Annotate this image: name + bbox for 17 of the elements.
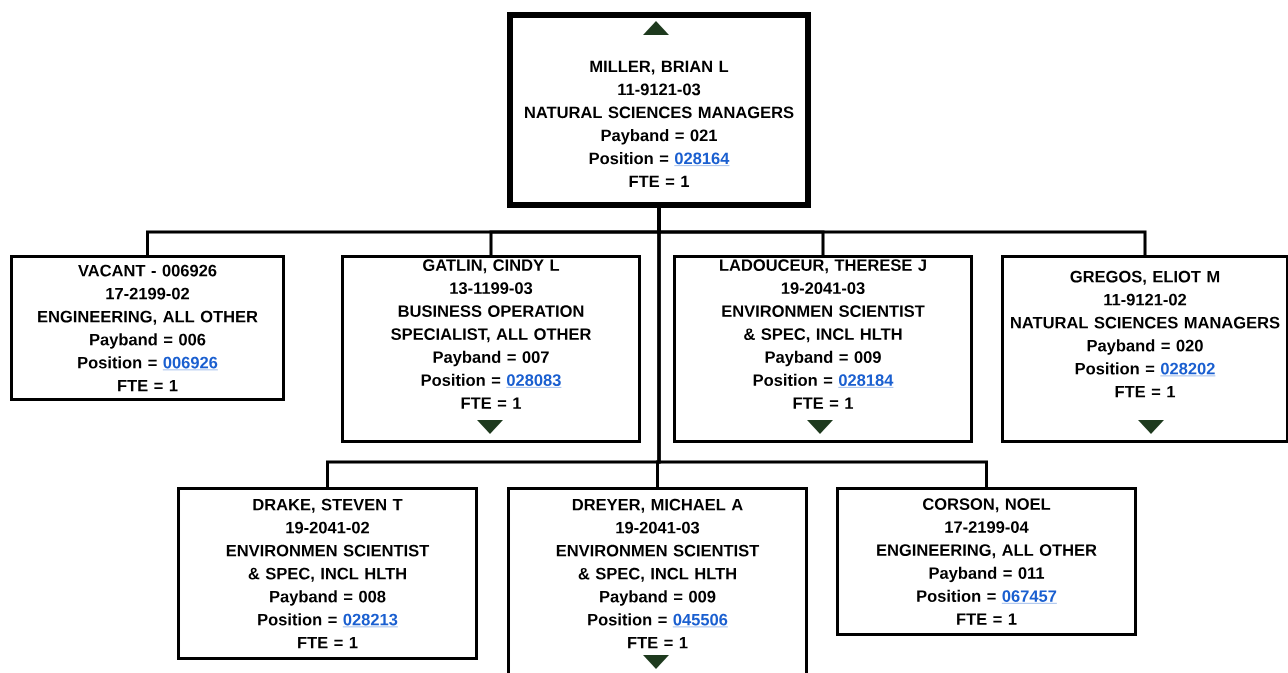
- position-box: MILLER, BRIAN L 11-9121-03 NATURAL SCIENCES MANAGERS Payband = 021 Position = 028164 FTE = 1: [507, 12, 811, 208]
- position-box: GREGOS, ELIOT M 11-9121-02 NATURAL SCIENCES MANAGERS Payband = 020 Position = 028202 FTE = 1: [1001, 255, 1288, 443]
- position-box: VACANT - 006926 17-2199-02 ENGINEERING, ALL OTHER Payband = 006 Position = 006926 FTE = 1: [10, 255, 285, 401]
- link: 028202: [1160, 362, 1216, 377]
- link: 028213: [342, 613, 399, 628]
- position-box: LADOUCEUR, THERESE J 19-2041-03 ENVIRONMEN SCIENTIST & SPEC, INCL HLTH Payband = 009 Position = 028184 FTE = 1: [673, 255, 973, 443]
- link: 006926: [162, 356, 219, 371]
- link: 067457: [1001, 590, 1058, 604]
- position-box: GATLIN, CINDY L 13-1199-03 BUSINESS OPERATION SPECIALIST, ALL OTHER Payband = 007 Position = 028083 FTE = 1: [341, 255, 641, 443]
- link: 045506: [672, 613, 729, 628]
- link: 028184: [838, 374, 894, 388]
- link: 028164: [674, 152, 730, 166]
- connector-line: [657, 208, 988, 487]
- position-box: CORSON, NOEL 17-2199-04 ENGINEERING, ALL OTHER Payband = 011 Position = 067457 FTE = 1: [836, 487, 1137, 636]
- link: 028083: [506, 374, 562, 388]
- position-box: DREYER, MICHAEL A 19-2041-03 ENVIRONMEN SCIENTIST & SPEC, INCL HLTH Payband = 009 Position = 045506 FTE = 1: [507, 487, 808, 673]
- position-box: DRAKE, STEVEN T 19-2041-02 ENVIRONMEN SCIENTIST & SPEC, INCL HLTH Payband = 008 Position = 028213 FTE = 1: [177, 487, 478, 660]
